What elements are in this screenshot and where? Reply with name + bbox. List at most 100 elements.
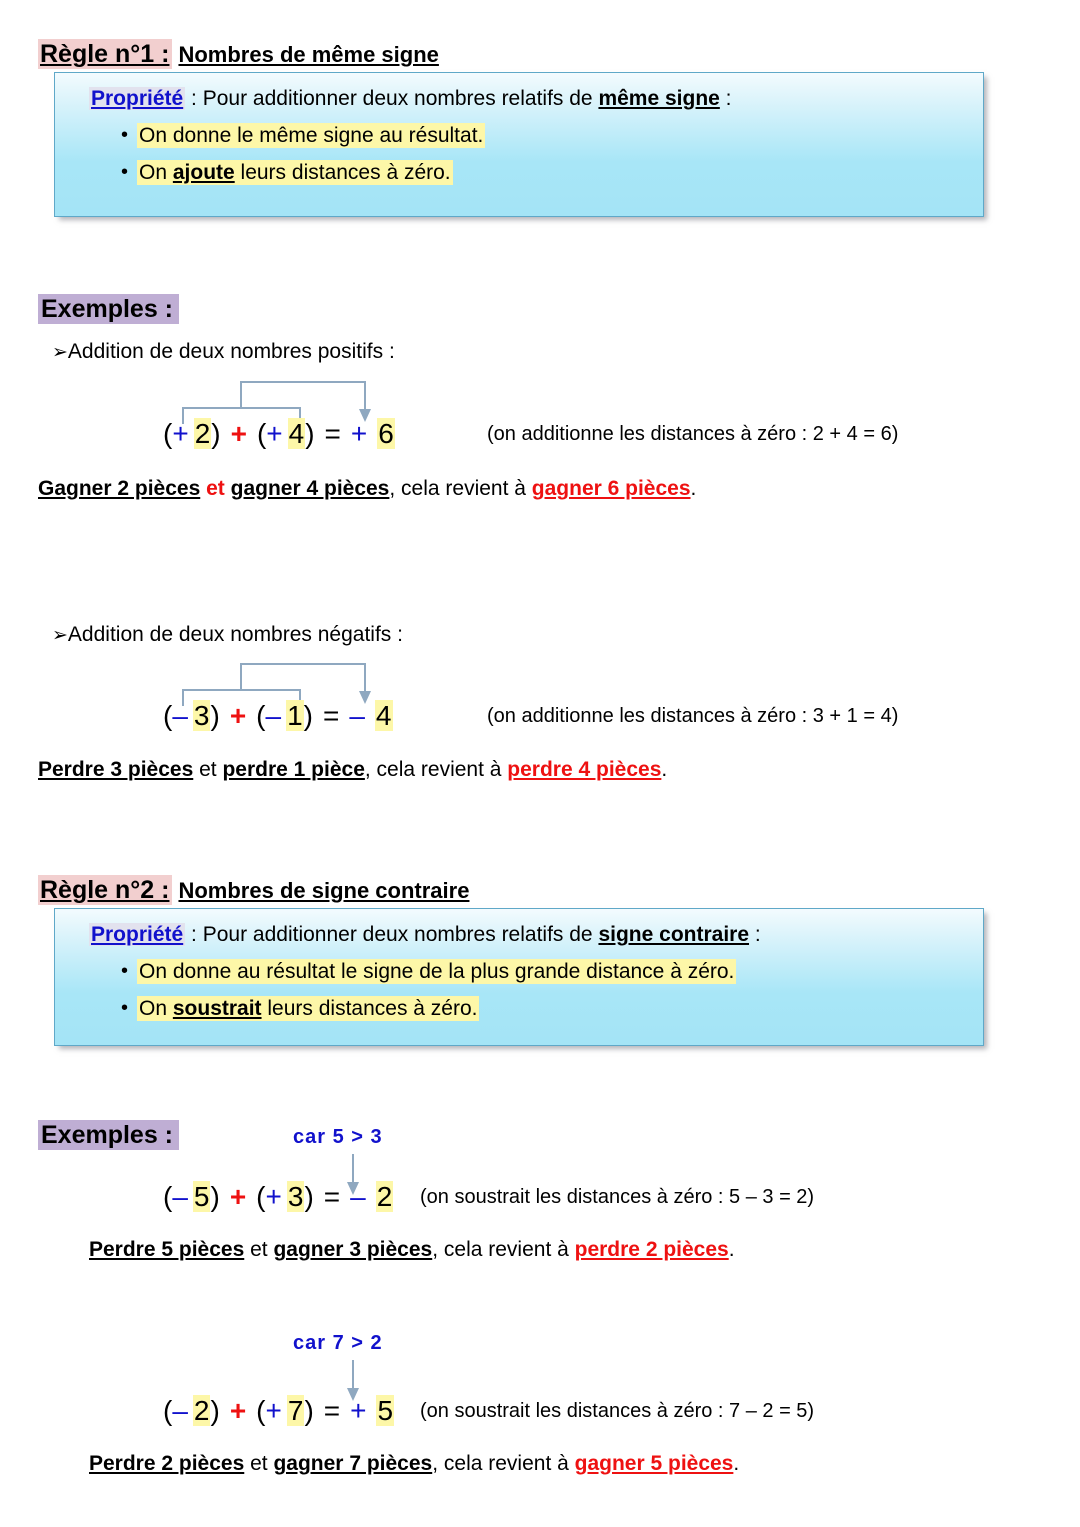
equation-4: (–2)+(+7)=+5 (163, 1395, 395, 1427)
eq1-result-sign: + (350, 418, 368, 449)
eq2-concl-part3: perdre 4 pièces (507, 758, 662, 781)
eq1-concl-middle: , cela revient à (389, 477, 532, 500)
eq2-left-paren: ( (163, 700, 173, 731)
eq3-right-close: ) (304, 1181, 314, 1212)
eq4-operator: + (229, 1395, 247, 1426)
eq1-right-num: 4 (287, 418, 306, 449)
eq3-left-num: 5 (192, 1181, 211, 1212)
equation-2-note: (on additionne les distances à zéro : 3 … (487, 705, 899, 727)
propriete-keyword: Propriété (89, 87, 186, 110)
propriete-keyword: Propriété (89, 923, 186, 946)
eq1-result-num: 6 (377, 418, 395, 449)
examples2-heading: Exemples : (38, 1120, 180, 1150)
equation-3: (–5)+(+3)=–2 (163, 1181, 394, 1213)
bullet-dot-icon: • (121, 960, 129, 983)
bullet-dot-icon: • (121, 124, 129, 147)
propriete-colon: : (185, 87, 203, 110)
rule1-subtitle: Nombres de même signe (178, 42, 439, 67)
rule2-bullet-2-bold: soustrait (172, 997, 262, 1021)
eq1-right-sign: + (266, 418, 283, 449)
eq4-right-close: ) (304, 1395, 314, 1426)
eq2-left-close: ) (210, 700, 220, 731)
eq3-concl-end: . (728, 1238, 735, 1261)
eq2-right-close: ) (303, 700, 313, 731)
equation-2: (–3)+(–1)=–4 (163, 700, 393, 732)
rule2-bullet-1-before: On donne au résultat le signe de la plus… (139, 960, 735, 984)
arrow-bullet-icon: ➢ (52, 342, 68, 363)
eq3-left-paren: ( (163, 1181, 173, 1212)
rule1-intro-before: Pour additionner deux nombres relatifs d… (202, 87, 599, 110)
equation-3-note: (on soustrait les distances à zéro : 5 –… (420, 1186, 815, 1208)
eq2-operator: + (229, 700, 247, 731)
eq4-left-sign: – (172, 1395, 188, 1426)
rule2-tag: Règle n°2 : (38, 875, 173, 905)
rule2-property-box: Propriété : Pour additionner deux nombre… (54, 908, 984, 1046)
example-1-lead-text: Addition de deux nombres positifs : (67, 340, 395, 363)
rule1-property-intro: Propriété : Pour additionner deux nombre… (89, 87, 963, 110)
rule1-intro-after: : (719, 87, 732, 110)
eq4-right-num: 7 (286, 1395, 305, 1426)
eq2-equals: = (322, 700, 340, 731)
eq4-result-sign: + (350, 1395, 367, 1426)
eq4-concl-joiner: et (250, 1452, 268, 1475)
eq4-equals: = (323, 1395, 341, 1426)
rule1-property-box: Propriété : Pour additionner deux nombre… (54, 72, 984, 217)
eq3-equals: = (323, 1181, 341, 1212)
eq2-left-num: 3 (192, 700, 211, 731)
bullet-dot-icon: • (121, 161, 129, 184)
equation-2-connector-icon (182, 663, 371, 706)
eq2-concl-middle: , cela revient à (364, 758, 508, 781)
eq3-right-num: 3 (286, 1181, 305, 1212)
rule1-bullet-1: • On donne le même signe au résultat. (121, 123, 963, 149)
eq4-left-close: ) (210, 1395, 220, 1426)
eq3-result-sign: – (350, 1181, 366, 1212)
eq3-concl-middle: , cela revient à (432, 1238, 575, 1261)
eq2-left-sign: – (172, 700, 188, 731)
eq1-concl-part1: Gagner 2 pièces (38, 477, 201, 500)
eq1-concl-part2: gagner 4 pièces (230, 477, 390, 500)
eq3-right-sign: + (265, 1181, 282, 1212)
eq2-right-num: 1 (286, 700, 304, 731)
rule2-property-intro: Propriété : Pour additionner deux nombre… (89, 923, 963, 946)
rule2-property-bullets: • On donne au résultat le signe de la plu… (89, 959, 963, 1022)
eq1-left-sign: + (172, 418, 189, 449)
eq2-result-sign: – (349, 700, 365, 731)
eq2-concl-joiner: et (199, 758, 217, 781)
eq1-left-paren: ( (163, 418, 173, 449)
example-3-conclusion: Perdre 5 pièces et gagner 3 pièces, cela… (89, 1238, 735, 1262)
rule1-bullet-2-before: On (139, 161, 173, 185)
equation-1-note: (on additionne les distances à zéro : 2 … (487, 423, 899, 445)
eq4-concl-end: . (733, 1452, 740, 1475)
equation-3-down-arrow-icon (347, 1154, 359, 1195)
rule1-bullet-2: • On ajoute leurs distances à zéro. (121, 160, 963, 186)
eq1-operator: + (230, 418, 247, 449)
rule2-intro-bold: signe contraire (598, 923, 750, 946)
eq1-concl-end: . (690, 477, 697, 500)
eq4-left-num: 2 (192, 1395, 211, 1426)
eq1-left-num: 2 (193, 418, 212, 449)
eq4-concl-part2: gagner 7 pièces (273, 1452, 433, 1475)
eq2-concl-end: . (661, 758, 668, 781)
examples2-heading-text: Exemples : (38, 1120, 180, 1150)
eq4-concl-part3: gagner 5 pièces (574, 1452, 734, 1475)
rule2-bullet-2-after: leurs distances à zéro. (261, 997, 478, 1021)
eq4-right-paren: ( (256, 1395, 266, 1426)
rule1-bullet-2-after: leurs distances à zéro. (234, 161, 451, 185)
rule1-bullet-2-bold: ajoute (172, 161, 235, 185)
example-1-lead: ➢Addition de deux nombres positifs : (52, 340, 395, 364)
rule2-heading: Règle n°2 :Nombres de signe contraire (38, 875, 469, 905)
arrow-bullet-icon: ➢ (52, 625, 68, 646)
eq1-concl-part3: gagner 6 pièces (531, 477, 691, 500)
rule1-bullet-1-before: On donne le même signe au résultat. (139, 124, 484, 148)
eq3-concl-part2: gagner 3 pièces (273, 1238, 433, 1261)
eq2-concl-part2: perdre 1 pièce (222, 758, 365, 781)
eq2-right-paren: ( (256, 700, 266, 731)
eq1-right-paren: ( (256, 418, 267, 449)
rule1-intro-bold: même signe (598, 87, 720, 110)
eq3-operator: + (229, 1181, 247, 1212)
rule1-tag: Règle n°1 : (38, 39, 173, 69)
example-3-car-note: car 5 > 3 (293, 1126, 383, 1148)
rule1-property-bullets: • On donne le même signe au résultat. • On… (89, 123, 963, 186)
example-4-conclusion: Perdre 2 pièces et gagner 7 pièces, cela… (89, 1452, 739, 1476)
